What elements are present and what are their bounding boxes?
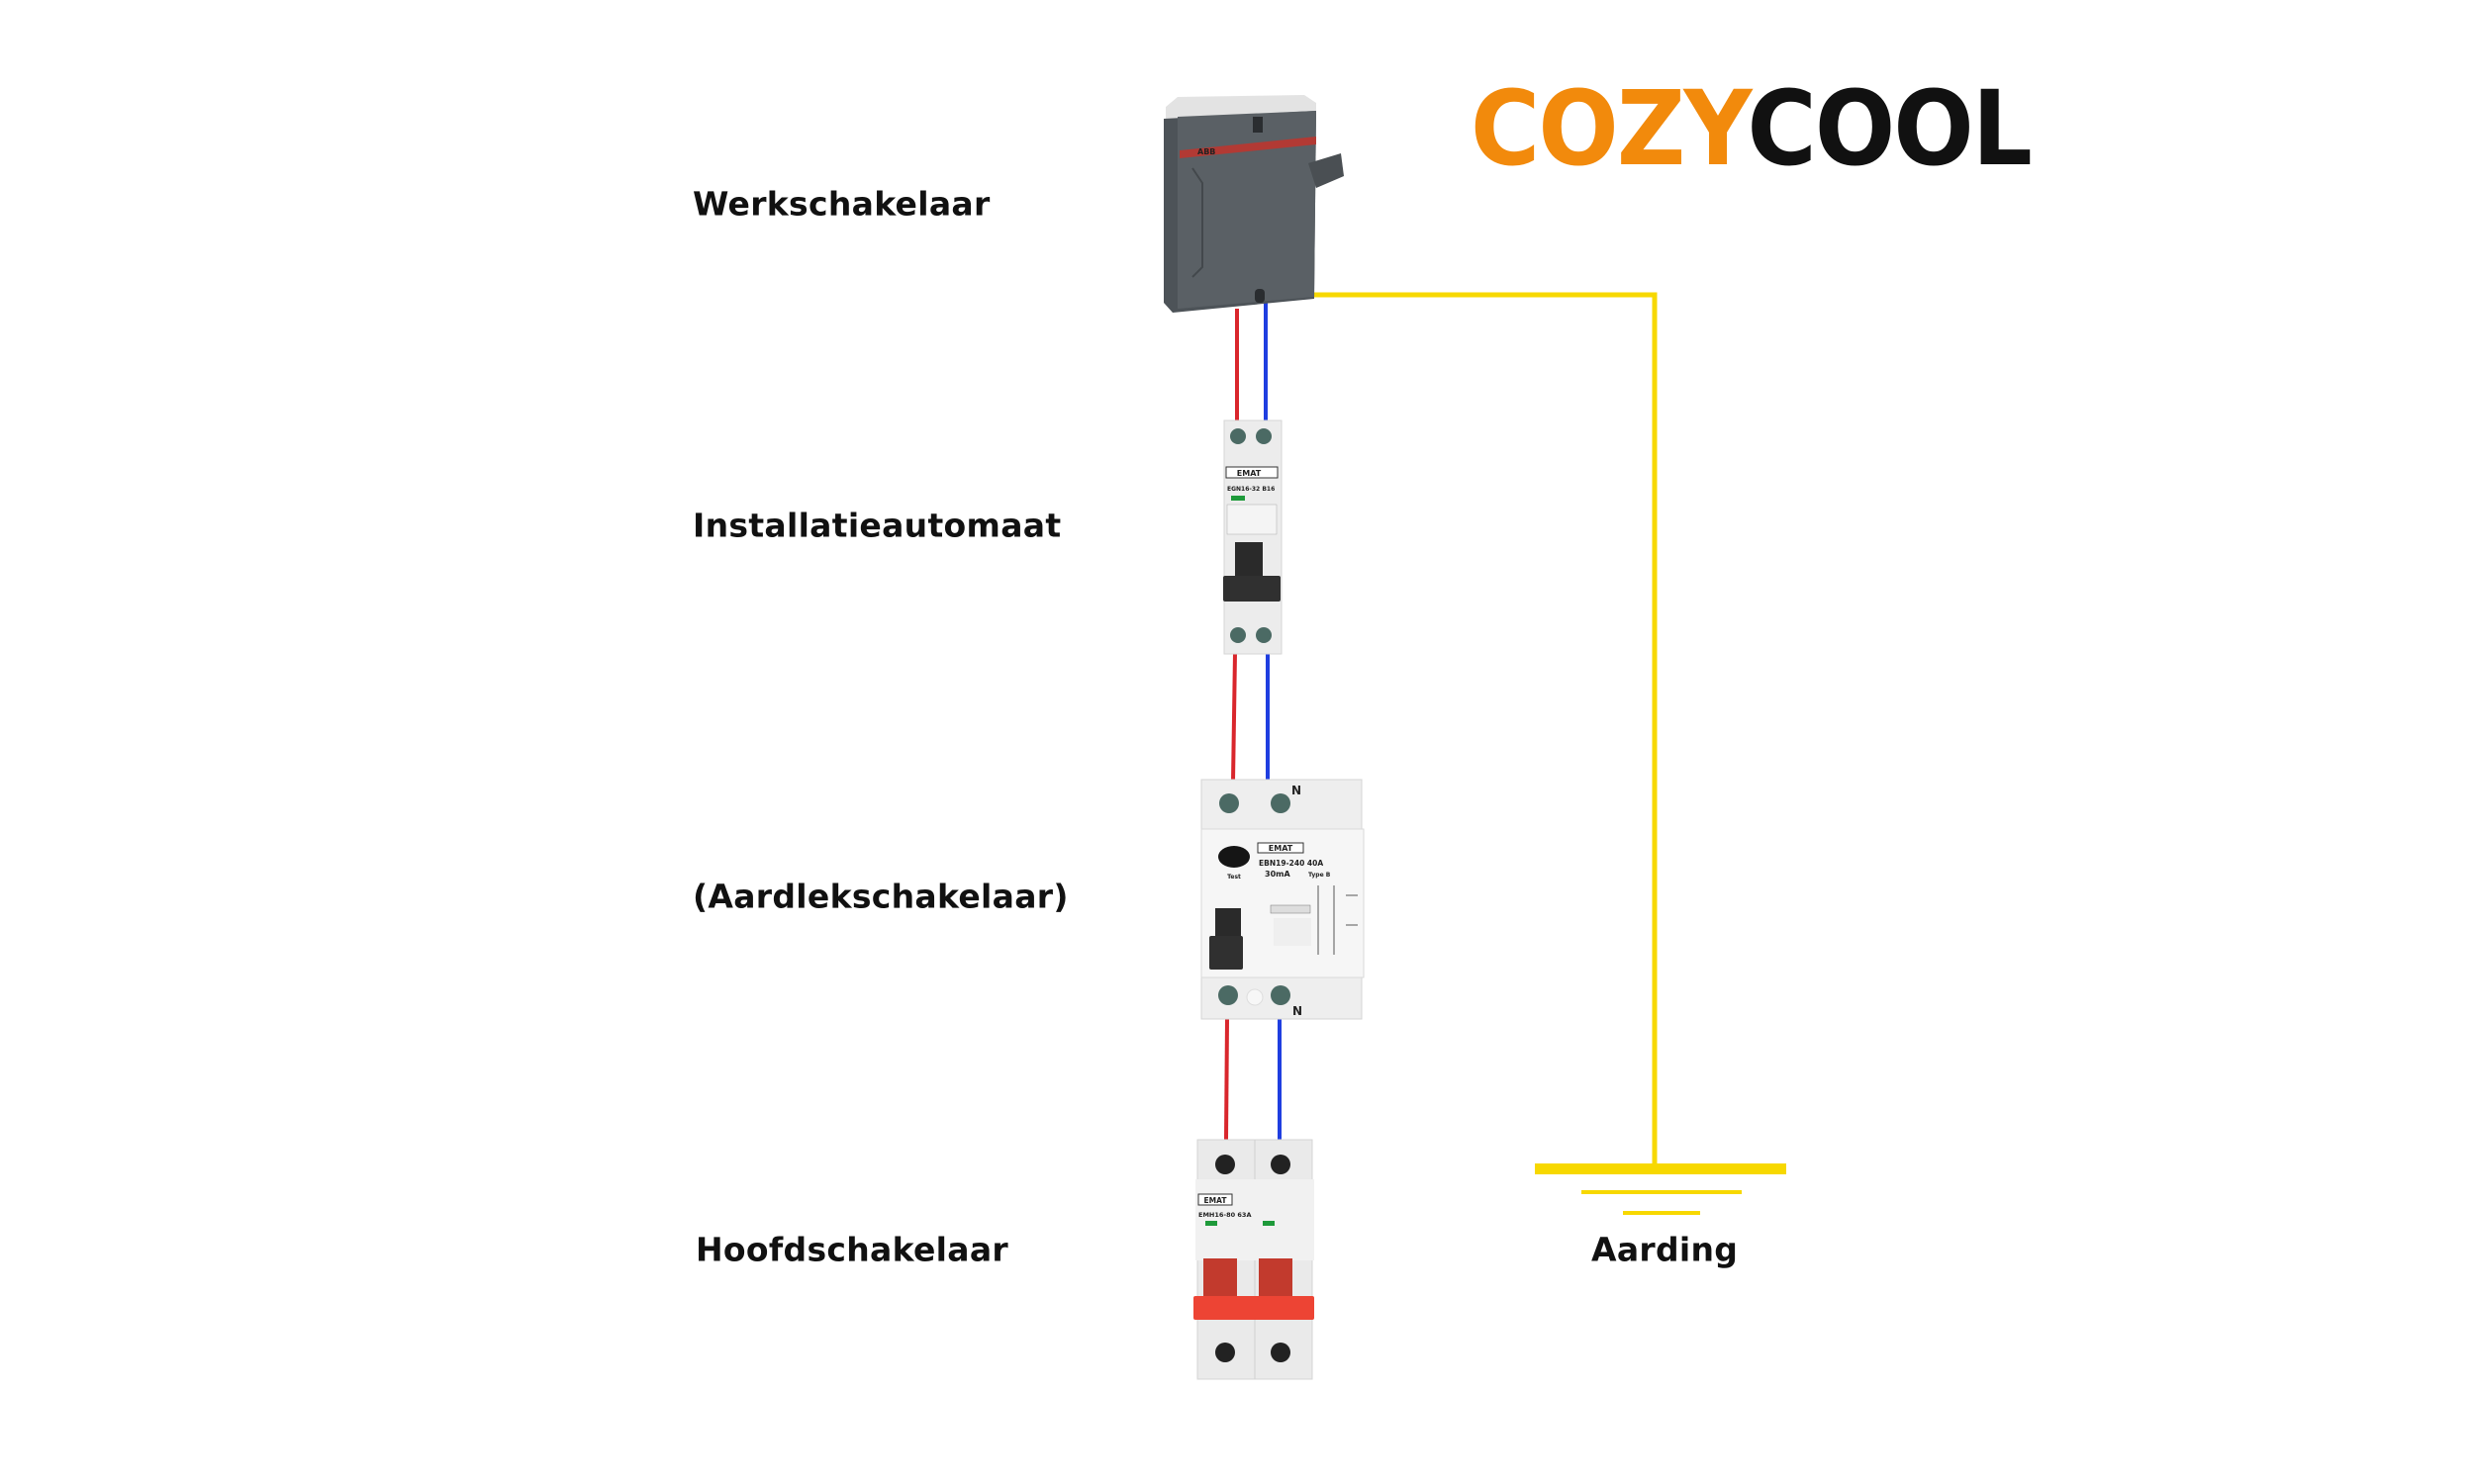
svg-text:Test: Test [1227, 874, 1241, 881]
svg-text:N: N [1291, 784, 1301, 797]
neutral-wires [1264, 303, 1282, 1140]
earth-symbol [1535, 1163, 1786, 1215]
svg-text:N: N [1292, 1004, 1302, 1018]
label-aardlekschakelaar: (Aardlekschakelaar) [693, 877, 1069, 916]
main-toggle-right [1259, 1258, 1292, 1298]
svg-text:EGN16-32 B16: EGN16-32 B16 [1227, 486, 1275, 493]
svg-text:EMAT: EMAT [1204, 1196, 1228, 1205]
label-werkschakelaar: Werkschakelaar [693, 184, 991, 224]
main-toggle-left [1203, 1258, 1237, 1298]
svg-text:EMAT: EMAT [1269, 844, 1293, 853]
handle-icon [1308, 153, 1344, 188]
mcb-device: EMAT EGN16-32 B16 [1223, 419, 1283, 655]
svg-text:Type B: Type B [1308, 872, 1331, 879]
label-aarding: Aarding [1591, 1230, 1739, 1269]
cozycool-logo: COZYCOOL [1471, 68, 2033, 189]
rcd-device: N Test EMAT EBN19-240 40A 30mA Type B N [1200, 779, 1365, 1020]
svg-text:EBN19-240 40A: EBN19-240 40A [1259, 859, 1323, 868]
svg-text:30mA: 30mA [1265, 870, 1290, 879]
main-switch-device: EMAT EMH16-80 63A [1193, 1139, 1314, 1380]
phase-wire-3 [1224, 1018, 1229, 1141]
work-switch-device: ABB [1164, 95, 1344, 313]
label-hoofdschakelaar: Hoofdschakelaar [696, 1230, 1008, 1269]
svg-text:EMAT: EMAT [1237, 469, 1262, 478]
phase-wire-2 [1231, 652, 1237, 783]
svg-text:ABB: ABB [1197, 147, 1215, 156]
phase-wires [1224, 309, 1239, 1141]
circuit-schematic [1317, 885, 1358, 955]
earth-wire [1302, 292, 1658, 1170]
label-installatieautomaat: Installatieautomaat [693, 506, 1062, 545]
test-button [1218, 846, 1250, 868]
svg-text:EMH16-80 63A: EMH16-80 63A [1198, 1211, 1251, 1219]
